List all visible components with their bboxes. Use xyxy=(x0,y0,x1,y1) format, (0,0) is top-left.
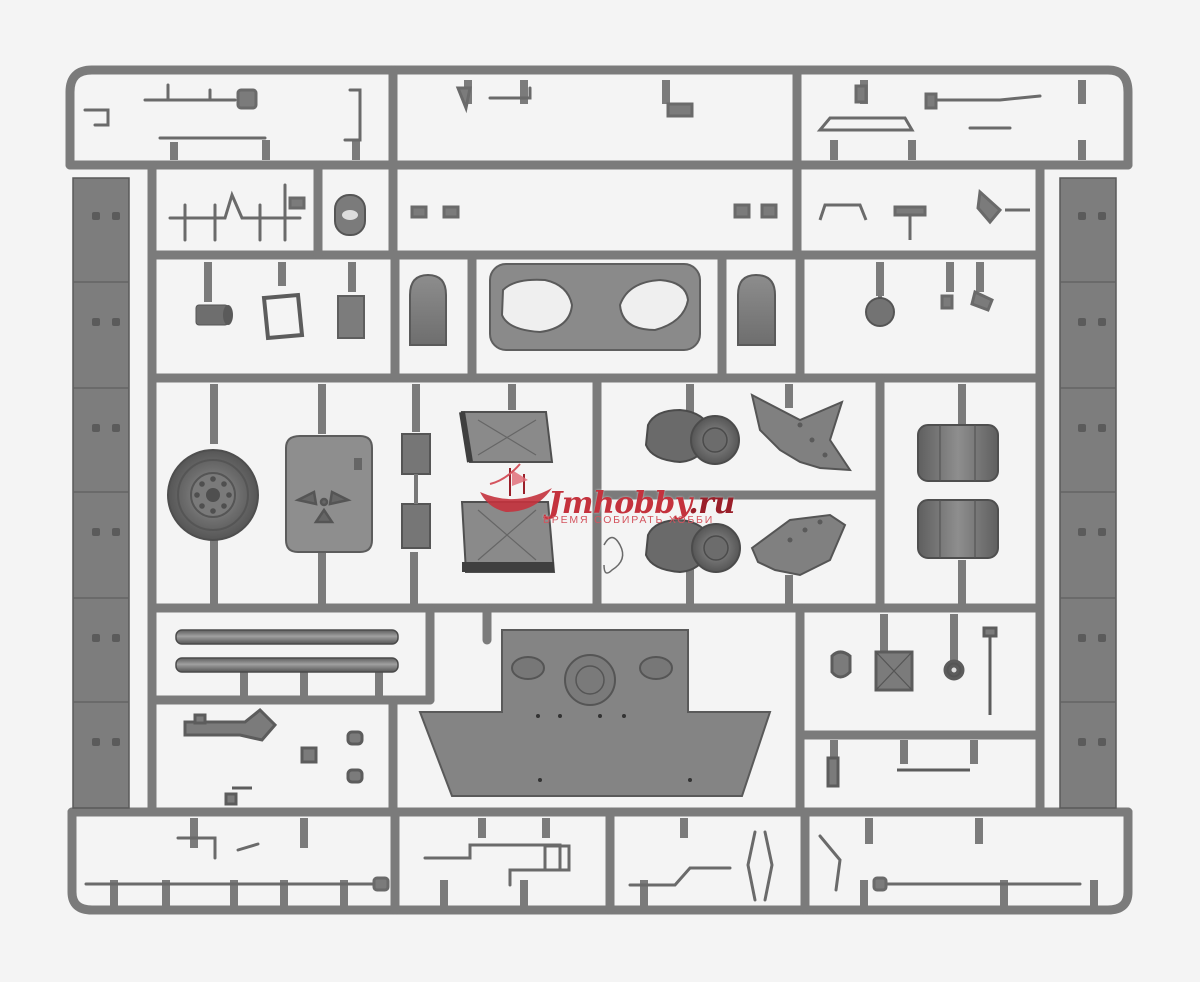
watermark-tagline: ВРЕМЯ СОБИРАТЬ ХОББИ xyxy=(543,514,715,526)
hatch-panel xyxy=(285,435,373,553)
sprocket-hubs xyxy=(644,408,741,574)
right-lower-parts xyxy=(826,626,998,788)
visor-panel xyxy=(489,263,701,351)
road-wheel xyxy=(167,449,259,541)
cylinder-part xyxy=(195,304,233,326)
watermark-brand: Jmhobby.ru xyxy=(548,486,735,521)
plate-part xyxy=(337,295,365,339)
left-side-rail xyxy=(72,177,130,809)
fender-brackets xyxy=(750,393,852,577)
side-lid-left xyxy=(409,273,447,346)
bottom-rods xyxy=(84,830,1082,902)
jack-part xyxy=(183,707,278,742)
latch-part xyxy=(334,194,366,236)
right-side-rail xyxy=(1059,177,1117,809)
thin-wire-part xyxy=(603,536,624,574)
small-handles xyxy=(224,730,364,806)
sprue-runners xyxy=(65,65,1133,915)
watermark-ship-icon xyxy=(480,463,552,512)
armor-plates xyxy=(459,411,556,573)
small-lever-parts xyxy=(940,289,994,312)
hull-plate xyxy=(418,629,772,797)
tubes xyxy=(175,629,399,673)
fuel-drums xyxy=(917,424,999,559)
bracket-part xyxy=(261,292,305,341)
upper-left-frames xyxy=(168,183,306,242)
side-lid-right xyxy=(737,273,776,346)
ring-part xyxy=(865,290,895,327)
watermark-brand-tld: .ru xyxy=(688,486,735,521)
top-small-parts xyxy=(83,83,1042,142)
upper-right-small-parts xyxy=(410,188,1030,240)
small-box-parts xyxy=(401,433,431,549)
watermark-brand-main: Jmhobby xyxy=(548,486,689,521)
